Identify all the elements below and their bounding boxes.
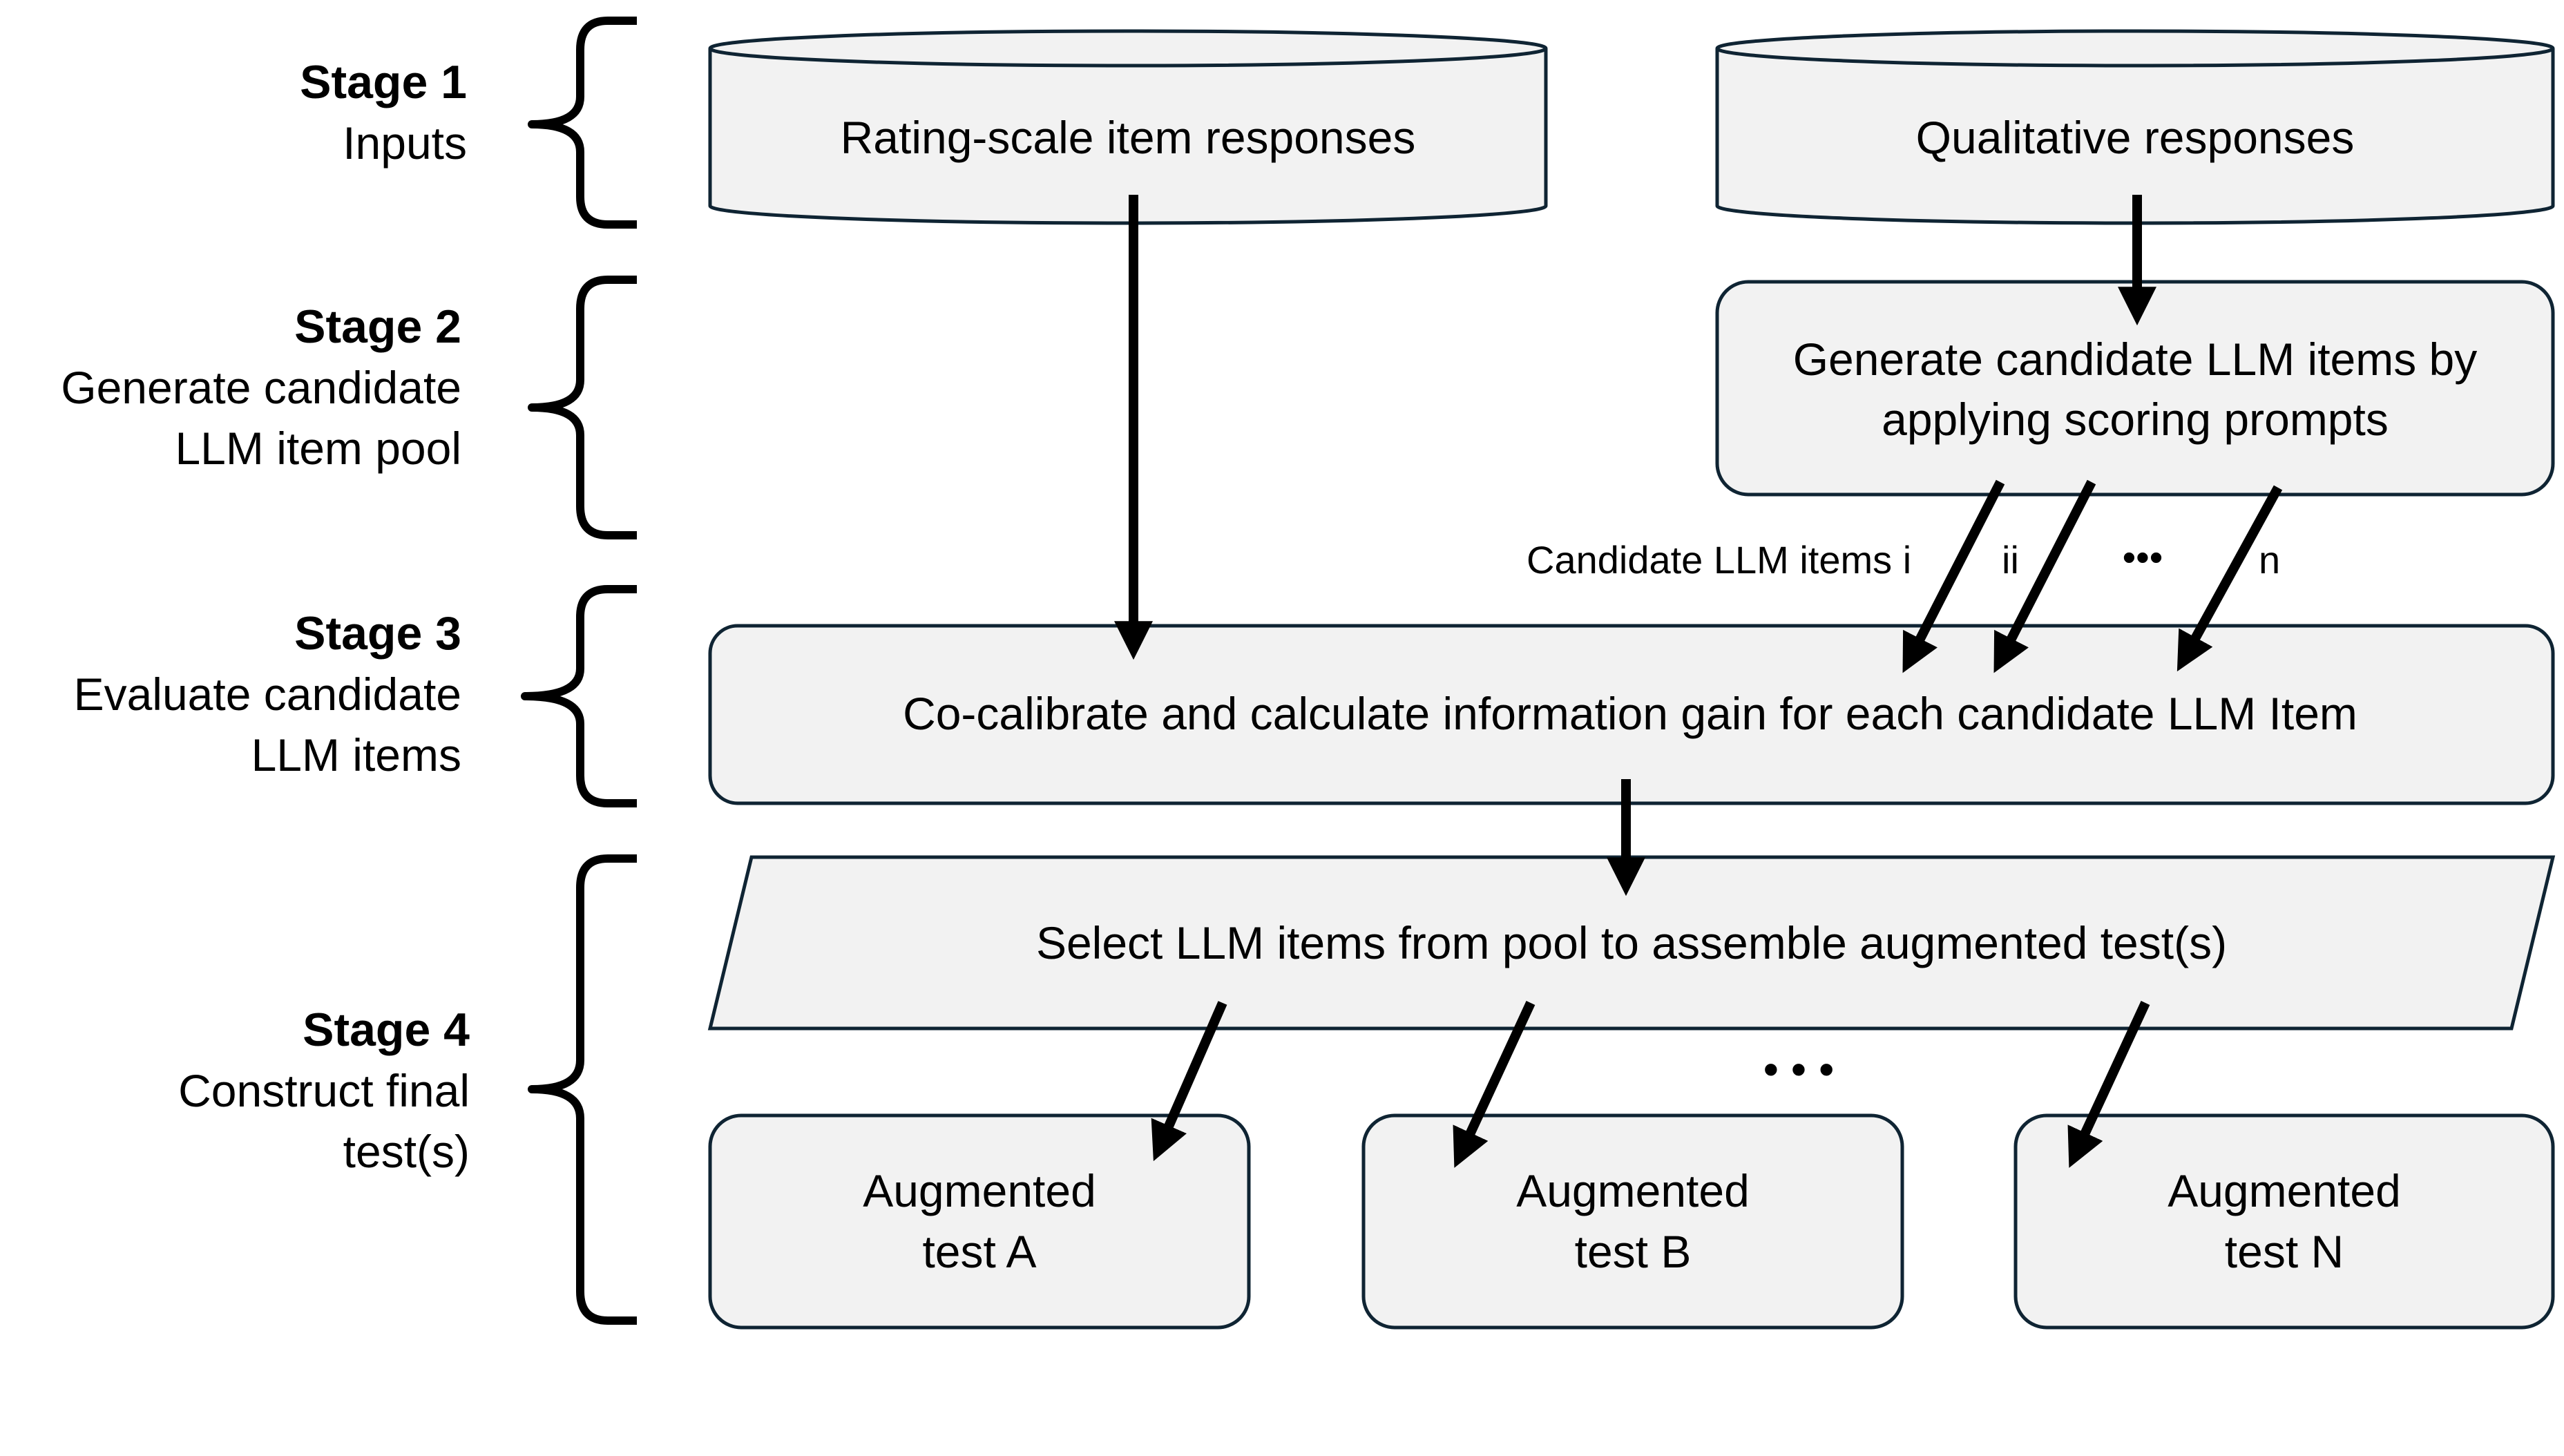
stage-1-title: Stage 1 <box>300 56 467 108</box>
stage-2-desc-line-1: Generate candidate <box>61 362 461 413</box>
generate-items-box: Generate candidate LLM items by applying… <box>1715 280 2555 497</box>
test-b-line-1: Augmented <box>1516 1165 1750 1216</box>
arrow-select-to-test-b <box>1453 1001 1535 1168</box>
stage-2-title: Stage 2 <box>294 300 461 353</box>
candidate-item-n-label: n <box>2259 538 2280 582</box>
test-b-line-2: test B <box>1575 1226 1692 1277</box>
stage-3-label: Stage 3 Evaluate candidate LLM items <box>74 607 461 780</box>
stage-4-label: Stage 4 Construct final test(s) <box>178 1004 470 1177</box>
stage-1-bracket <box>528 17 637 229</box>
stage-3-desc-line-2: LLM items <box>251 729 461 780</box>
tests-ellipsis: • • • <box>1763 1044 1835 1094</box>
arrow-candidate-ii <box>1993 479 2096 673</box>
arrow-candidate-n <box>2176 485 2283 672</box>
stage-2-bracket <box>528 276 637 539</box>
test-a-line-2: test A <box>922 1226 1036 1277</box>
select-items-parallelogram: Select LLM items from pool to assemble a… <box>707 855 2556 1031</box>
test-n-line-1: Augmented <box>2168 1165 2401 1216</box>
stage-4-title: Stage 4 <box>303 1004 470 1056</box>
stage-4-bracket <box>528 854 637 1325</box>
stage-2-label: Stage 2 Generate candidate LLM item pool <box>61 300 461 474</box>
calibrate-box: Co-calibrate and calculate information g… <box>708 624 2555 805</box>
candidate-items-label: Candidate LLM items i <box>1527 538 1911 582</box>
arrow-candidate-i <box>1902 479 2005 673</box>
test-n-line-2: test N <box>2225 1226 2344 1277</box>
select-box-label: Select LLM items from pool to assemble a… <box>1036 917 2227 968</box>
calibrate-box-label: Co-calibrate and calculate information g… <box>903 688 2357 739</box>
qualitative-label: Qualitative responses <box>1916 112 2355 163</box>
augmented-test-a-box: Augmented test A <box>708 1113 1251 1330</box>
arrow-select-to-test-n <box>2067 1001 2150 1168</box>
rating-scale-label: Rating-scale item responses <box>841 112 1416 163</box>
generate-box-line-1: Generate candidate LLM items by <box>1793 334 2478 385</box>
generate-box-line-2: applying scoring prompts <box>1882 394 2389 445</box>
augmented-test-b-box: Augmented test B <box>1361 1113 1904 1330</box>
augmented-test-n-box: Augmented test N <box>2013 1113 2555 1330</box>
test-a-line-1: Augmented <box>863 1165 1096 1216</box>
rating-scale-cylinder: Rating-scale item responses <box>708 29 1548 225</box>
stage-4-desc-line-2: test(s) <box>343 1126 470 1177</box>
candidate-items-ellipsis: ••• <box>2123 535 2163 579</box>
stage-4-desc-line-1: Construct final <box>178 1065 470 1116</box>
stage-3-title: Stage 3 <box>294 607 461 660</box>
qualitative-cylinder: Qualitative responses <box>1715 29 2555 225</box>
stage-3-bracket <box>521 585 637 807</box>
arrow-select-to-test-a <box>1151 1001 1227 1162</box>
stage-1-label: Stage 1 Inputs <box>300 56 467 169</box>
candidate-item-ii-label: ii <box>2002 538 2019 582</box>
stage-3-desc-line-1: Evaluate candidate <box>74 669 461 720</box>
stage-2-desc-line-2: LLM item pool <box>175 423 461 474</box>
stage-1-desc-line-1: Inputs <box>343 117 467 169</box>
